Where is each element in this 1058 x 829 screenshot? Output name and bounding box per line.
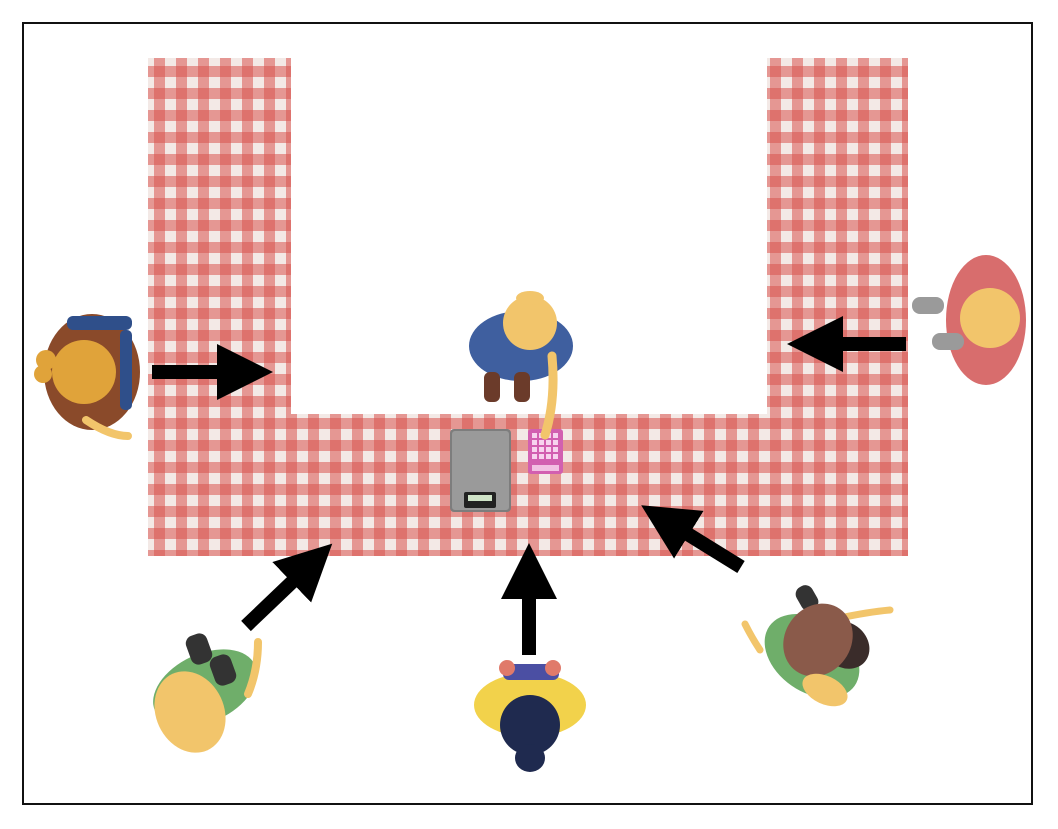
arrows <box>152 316 906 655</box>
table-right-arm <box>767 58 908 556</box>
person-cashier <box>469 291 573 440</box>
person-customer-bottom-center <box>474 660 586 772</box>
person-customer-left <box>34 314 140 440</box>
person-customer-bottom-left <box>153 633 262 753</box>
arrow-bottom-left-to-table <box>241 543 333 632</box>
scale-icon <box>450 429 511 512</box>
arrow-bottom-right-to-table <box>641 505 745 573</box>
person-customer-bottom-right <box>741 585 894 707</box>
person-customer-right <box>912 255 1026 385</box>
table-left-arm <box>148 58 291 556</box>
calculator-icon <box>528 429 563 474</box>
u-shaped-table <box>148 58 908 556</box>
